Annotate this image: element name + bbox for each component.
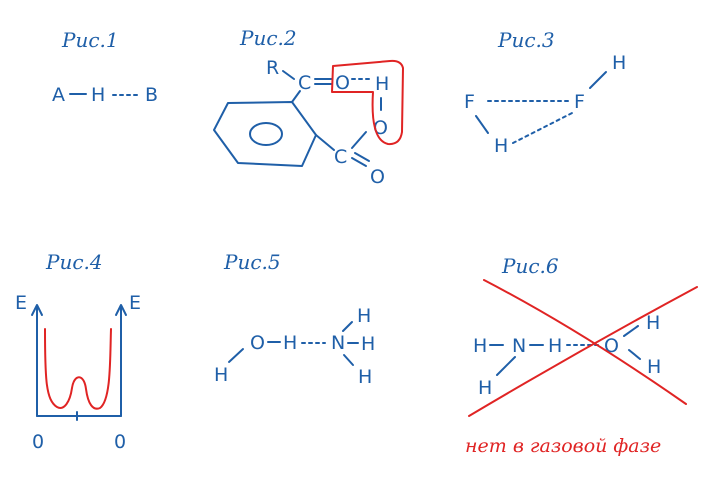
fig5-h1-o-bond <box>228 348 244 363</box>
fig2-highlight-outline <box>331 59 404 146</box>
fig2-atom-r: R <box>266 57 279 79</box>
fig2-atom-o1: O <box>335 72 350 94</box>
fig5-n-h3-bond <box>342 321 353 332</box>
benzene-ring <box>213 101 317 167</box>
fig5-atom-h4: H <box>361 333 375 355</box>
fig6-o-h5-bond <box>628 349 641 360</box>
fig6-atom-h1: H <box>473 335 487 357</box>
fig1-atom-h: H <box>91 84 105 106</box>
figure-6: Рис.6 H N H H O H H нет в газовой фазе <box>465 254 698 457</box>
fig5-atom-h5: H <box>358 366 372 388</box>
fig5-atom-o: O <box>250 332 265 354</box>
fig2-c2-o2-bond <box>351 131 367 149</box>
fig4-energy-label-left: E <box>15 292 27 314</box>
fig5-atom-h3: H <box>357 305 371 327</box>
fig6-atom-n: N <box>512 335 526 357</box>
figure-1-caption: Рис.1 <box>61 28 119 52</box>
figure-4: Рис.4 E E 0 0 <box>15 250 141 453</box>
fig3-atom-f1: F <box>464 91 475 113</box>
fig2-r-c-bond <box>282 70 295 80</box>
fig5-atom-h2: H <box>283 332 297 354</box>
fig1-atom-a: A <box>52 84 65 106</box>
fig3-atom-h1: H <box>612 52 626 74</box>
fig4-left-axis-arrow <box>31 304 43 316</box>
figure-5-caption: Рис.5 <box>223 250 281 274</box>
fig4-energy-label-right: E <box>129 292 141 314</box>
fig4-zero-right: 0 <box>114 431 126 453</box>
fig6-atom-h3: H <box>478 377 492 399</box>
fig5-n-h5-bond <box>343 354 354 366</box>
figure-2: Рис.2 R C O H O C O <box>213 26 404 188</box>
fig2-ring-c-bond <box>291 90 301 103</box>
figure-1: Рис.1 A H B <box>52 28 158 106</box>
fig5-atom-h1: H <box>214 364 228 386</box>
fig2-atom-o3: O <box>370 166 385 188</box>
figure-5: Рис.5 H O H N H H H <box>214 250 375 388</box>
fig6-n-h3-bond <box>496 356 516 376</box>
fig3-atom-f2: F <box>574 91 585 113</box>
figure-3: Рис.3 F F H H <box>464 28 626 157</box>
fig6-atom-h2: H <box>548 335 562 357</box>
fig6-o-h4-bond <box>623 325 639 337</box>
fig4-double-well-potential <box>44 328 112 410</box>
fig3-f1-h2-bond <box>475 115 489 134</box>
fig2-atom-c1: C <box>298 72 311 94</box>
fig6-crossout-line-1 <box>483 279 687 405</box>
fig2-c2-o3-bond-b <box>354 152 370 162</box>
fig4-zero-left: 0 <box>32 431 44 453</box>
fig4-right-axis-arrow <box>115 304 127 316</box>
fig2-atom-h: H <box>375 73 389 95</box>
fig2-ring-c2-bond <box>315 134 335 151</box>
fig2-atom-c2: C <box>334 146 347 168</box>
aromatic-circle <box>249 122 283 146</box>
fig6-atom-h4: H <box>646 312 660 334</box>
figure-2-caption: Рис.2 <box>239 26 297 50</box>
fig6-crossout-line-2 <box>468 286 698 417</box>
figure-6-caption: Рис.6 <box>501 254 559 278</box>
fig5-atom-n: N <box>331 332 345 354</box>
fig2-c2-o3-bond-a <box>351 157 367 167</box>
fig3-atom-h2: H <box>494 135 508 157</box>
fig6-gas-phase-note: нет в газовой фазе <box>465 435 661 457</box>
fig3-hydrogen-bond-h-f <box>512 111 575 144</box>
figure-4-caption: Рис.4 <box>45 250 103 274</box>
fig6-atom-h5: H <box>647 356 661 378</box>
figure-3-caption: Рис.3 <box>497 28 555 52</box>
fig1-atom-b: B <box>145 84 158 106</box>
fig3-f2-h1-bond <box>589 71 607 89</box>
